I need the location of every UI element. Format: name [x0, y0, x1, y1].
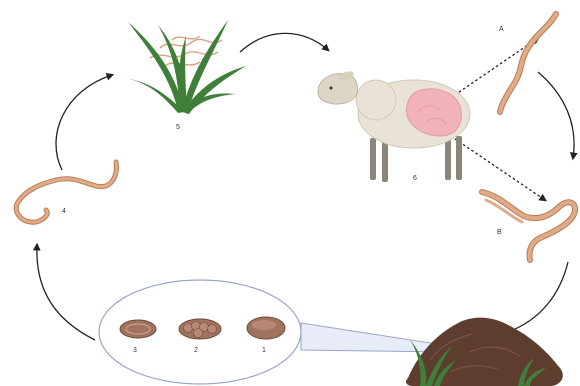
adult-worm-a — [500, 14, 556, 112]
egg-3-label: 3 — [133, 347, 137, 354]
sheep-label: 6 — [413, 175, 417, 182]
larva — [16, 162, 116, 222]
grass-with-larvae — [125, 20, 246, 114]
egg-3 — [120, 320, 156, 338]
egg-1-label: 1 — [262, 347, 266, 354]
cycle-arrows — [37, 33, 574, 340]
arrow-larva-to-grass — [56, 75, 112, 170]
arrow-worm-b-to-feces — [508, 262, 568, 332]
egg-2-label: 2 — [194, 347, 198, 354]
sheep — [318, 70, 470, 182]
adult-worm-b — [482, 192, 575, 260]
larva-label: 4 — [62, 208, 66, 215]
arrow-worm-a-to-worm-b — [538, 72, 574, 158]
arrow-grass-to-sheep — [240, 33, 328, 52]
eggs-panel — [99, 280, 301, 384]
worm-a-label: A — [499, 26, 504, 33]
feces-pile — [406, 318, 563, 386]
egg-1 — [247, 317, 285, 339]
arrow-eggs-to-larva — [37, 245, 95, 340]
egg-2 — [179, 319, 221, 339]
worm-b-label: B — [497, 229, 502, 236]
grass-label: 5 — [176, 124, 180, 131]
